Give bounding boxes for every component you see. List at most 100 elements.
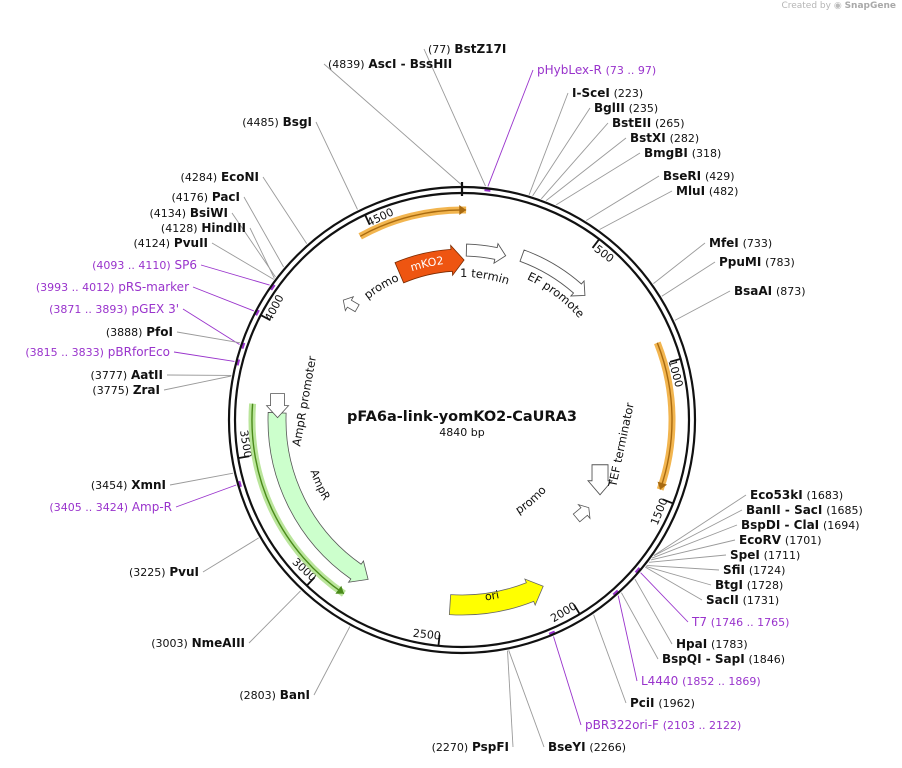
site-separator: - [396, 57, 409, 71]
site-name-2: ClaI [794, 518, 819, 532]
site-name: BsiWI [190, 206, 228, 220]
leader-line [599, 190, 673, 230]
enzyme-label: (4176) PacI [171, 190, 240, 204]
tef-promoter-arrow [519, 249, 586, 297]
site-position: (2803) [239, 689, 276, 702]
site-name: PfoI [146, 325, 173, 339]
enzyme-label: Eco53kI (1683) [750, 488, 843, 502]
feature-label: ori [484, 588, 500, 603]
site-position: (3775) [92, 384, 129, 397]
primer-label: T7 (1746 .. 1765) [691, 615, 789, 629]
site-position: (3454) [91, 479, 128, 492]
site-position: (77) [428, 43, 451, 56]
enzyme-label: PciI (1962) [630, 696, 695, 710]
site-name: XmnI [131, 478, 166, 492]
site-position: (4485) [242, 116, 279, 129]
sp6-promoter-arrow [342, 296, 360, 313]
orf-line [359, 209, 467, 237]
site-name: BtgI [715, 578, 743, 592]
feature-label: SP6 promoter [0, 0, 401, 304]
site-name: I-SceI [572, 86, 610, 100]
primer-label: (4093 .. 4110) SP6 [92, 258, 197, 272]
site-position: (3815 .. 3833) [25, 346, 104, 359]
leader-line [621, 592, 659, 660]
site-name: BseYI [548, 740, 586, 754]
enzyme-label: BanII - SacI (1685) [746, 503, 863, 517]
leader-line [645, 565, 712, 586]
primer-label: (3405 .. 3424) Amp-R [49, 500, 172, 514]
site-position: (1746 .. 1765) [711, 616, 790, 629]
enzyme-label: HpaI (1783) [676, 637, 748, 651]
leader-line [532, 107, 591, 197]
enzyme-label: BseRI (429) [663, 169, 735, 183]
site-position: (733) [743, 237, 773, 250]
site-position: (1728) [747, 579, 784, 592]
site-position: (1701) [785, 534, 822, 547]
leader-line [617, 595, 638, 682]
enzyme-label: (4124) PvuII [134, 236, 209, 250]
enzyme-label: MluI (482) [676, 184, 738, 198]
leader-line [653, 494, 747, 556]
leader-line [651, 524, 738, 559]
enzyme-label: SfiI (1724) [723, 563, 785, 577]
site-position: (4128) [161, 222, 198, 235]
site-position: (4176) [171, 191, 208, 204]
primer-label: L4440 (1852 .. 1869) [641, 674, 761, 688]
site-name: BspQI [662, 652, 702, 666]
leader-line [315, 121, 358, 210]
site-name: BstEII [612, 116, 651, 130]
leader-line [243, 196, 284, 268]
scale-tick-label: 1500 [648, 496, 670, 527]
site-position: (73 .. 97) [606, 64, 657, 77]
site-name: HpaI [676, 637, 707, 651]
enzyme-label: PpuMI (783) [719, 255, 795, 269]
site-position: (4093 .. 4110) [92, 259, 171, 272]
site-position: (4124) [134, 237, 171, 250]
scale-tick-label: 2500 [412, 627, 441, 643]
site-name: AscI [368, 57, 396, 71]
enzyme-label: BmgBI (318) [644, 146, 721, 160]
leader-line [169, 472, 234, 486]
site-name-2: SapI [715, 652, 745, 666]
primer-label: pHybLex-R (73 .. 97) [537, 63, 656, 77]
leader-line [640, 572, 689, 623]
snapgene-logo-icon: ◉ [833, 1, 842, 11]
site-name: PvuII [174, 236, 208, 250]
primer-site-mark [634, 567, 641, 574]
site-name: L4440 [641, 674, 678, 688]
site-position: (1683) [807, 489, 844, 502]
site-position: (235) [629, 102, 659, 115]
scale-tick-label: 500 [592, 242, 617, 265]
site-position: (2270) [432, 741, 469, 754]
enzyme-label: SacII (1731) [706, 593, 779, 607]
primer-label: (3815 .. 3833) pBRforEco [25, 345, 170, 359]
leader-line [175, 484, 237, 508]
site-position: (1724) [749, 564, 786, 577]
primer-label: (3871 .. 3893) pGEX 3' [49, 302, 179, 316]
site-name: pBRforEco [108, 345, 170, 359]
orf-arrowhead [335, 585, 344, 594]
site-position: (1731) [743, 594, 780, 607]
enzyme-label: (4284) EcoNI [181, 170, 259, 184]
site-name: SfiI [723, 563, 745, 577]
site-name-2: SacI [794, 503, 822, 517]
site-separator: - [702, 652, 715, 666]
primer-site-mark [238, 480, 242, 488]
site-name: BglII [594, 101, 625, 115]
leader-line [313, 626, 351, 696]
site-position: (282) [670, 132, 700, 145]
snapgene-credit: Created by ◉ SnapGene [781, 1, 896, 11]
site-name: SpeI [730, 548, 760, 562]
site-position: (3225) [129, 566, 166, 579]
adh1-terminator-arrow [465, 242, 507, 265]
feature-label-text: SP6 promoter [0, 0, 401, 304]
enzyme-label: (3775) ZraI [92, 383, 160, 397]
site-position: (1783) [711, 638, 748, 651]
leader-line [674, 290, 731, 321]
leader-lines [163, 48, 747, 748]
leader-line [323, 63, 462, 186]
enzyme-label: (4134) BsiWI [149, 206, 228, 220]
leader-line [528, 92, 569, 195]
leader-line [176, 331, 241, 344]
